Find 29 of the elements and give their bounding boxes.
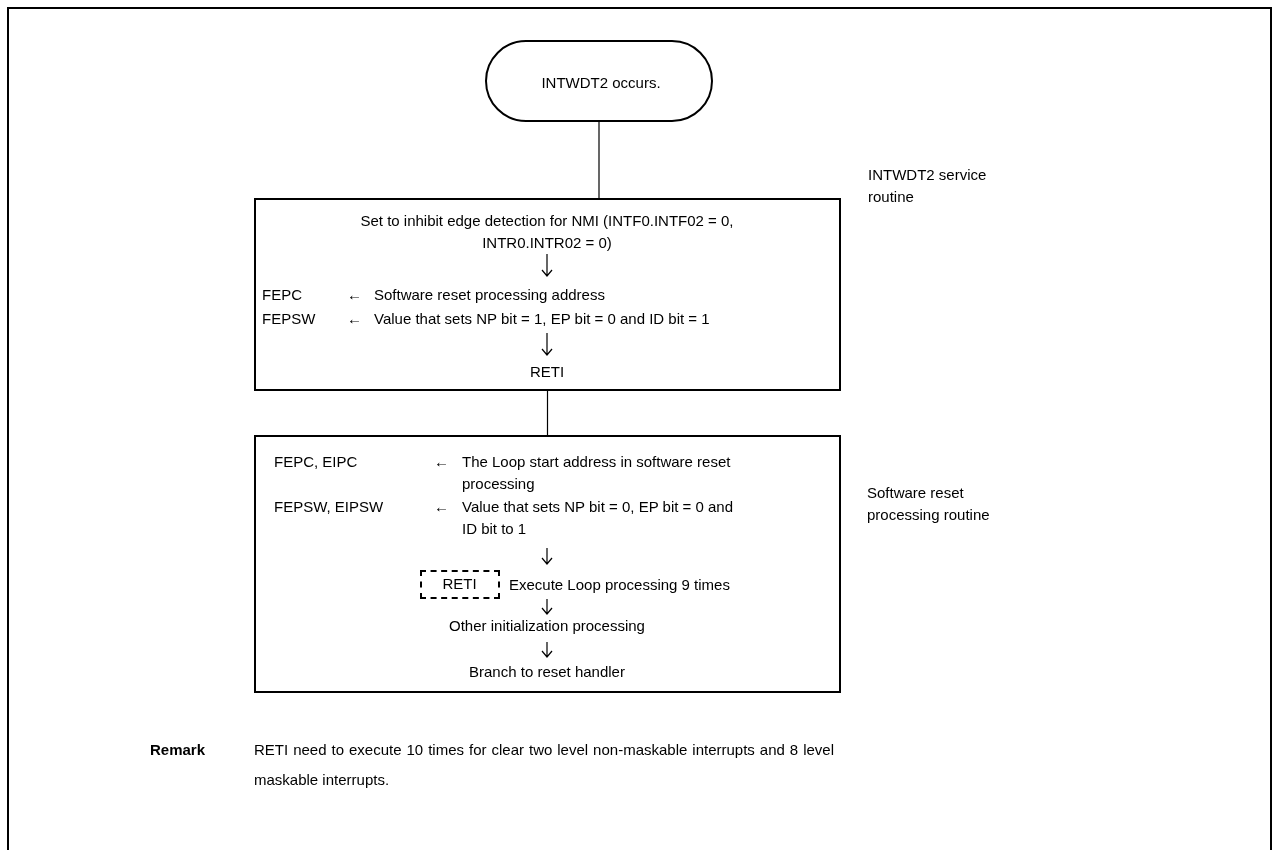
instruction-text: RETI xyxy=(441,574,478,594)
register-name: FEPC, EIPC xyxy=(274,452,358,472)
terminator-text: INTWDT2 occurs. xyxy=(540,73,662,93)
process-text: Set to inhibit edge detection for NMI (INTF0.INTF02 = 0, INTR0.INTR02 = 0) xyxy=(359,211,735,253)
connector-line xyxy=(598,121,600,199)
start-terminator xyxy=(485,40,713,122)
dashed-instruction-box xyxy=(420,570,500,599)
register-name: FEPSW xyxy=(262,309,316,329)
register-name: FEPSW, EIPSW xyxy=(274,497,384,517)
process-text: Branch to reset handler xyxy=(468,662,626,682)
process-box xyxy=(254,198,841,391)
routine-label: INTWDT2 service routine xyxy=(868,165,988,207)
assignment-value: Value that sets NP bit = 0, EP bit = 0 and ID bit to 1 xyxy=(462,497,734,539)
assignment-arrow: ← xyxy=(434,497,449,517)
assignment-arrow: ← xyxy=(347,309,362,329)
process-box xyxy=(254,435,841,693)
register-name: FEPC xyxy=(262,285,302,305)
remark-heading: Remark xyxy=(150,740,206,760)
connector-line xyxy=(546,390,549,436)
remark-text: RETI need to execute 10 times for clear two level non-maskable interrupts and 8 level maskable interrupts. xyxy=(254,740,834,790)
assignment-value: The Loop start address in software reset processing xyxy=(462,452,732,494)
routine-label: Software reset processing routine xyxy=(867,483,991,525)
loop-note: Execute Loop processing 9 times xyxy=(509,575,730,595)
process-text: Other initialization processing xyxy=(448,616,646,636)
assignment-arrow: ← xyxy=(434,452,449,472)
assignment-arrow: ← xyxy=(347,285,362,305)
assignment-value: Software reset processing address xyxy=(374,285,605,305)
instruction-text: RETI xyxy=(528,362,566,382)
assignment-value: Value that sets NP bit = 1, EP bit = 0 and ID bit = 1 xyxy=(374,309,710,329)
